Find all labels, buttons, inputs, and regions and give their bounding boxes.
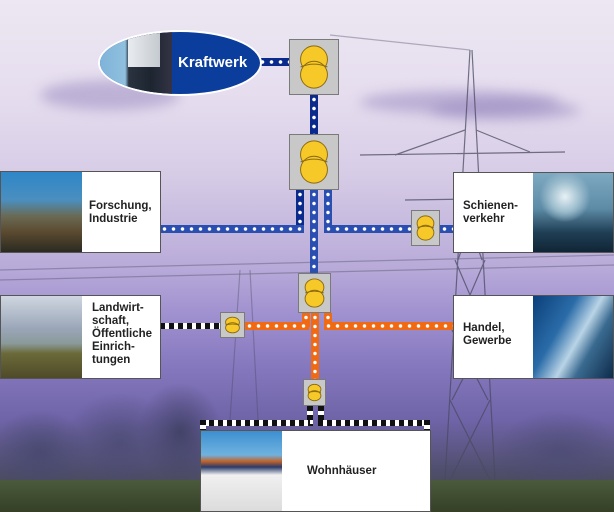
transformer-4[interactable]	[303, 379, 326, 406]
line-t3-t4	[311, 313, 319, 380]
line-t3-right	[324, 313, 332, 327]
farm-irrigation-photo	[1, 296, 82, 378]
transformer-icon	[416, 215, 435, 241]
line-t1-t2	[310, 95, 318, 135]
consumer-label: Schienen-verkehr	[463, 200, 518, 225]
industry-photo	[1, 172, 82, 252]
line-t3-left	[302, 313, 310, 327]
consumer-label: Forschung,Industrie	[89, 200, 152, 225]
line-t-schienen-to-box	[440, 225, 454, 233]
line-wohn-drop-right	[424, 420, 430, 432]
cloud	[430, 100, 580, 120]
transformer-schienen[interactable]	[411, 210, 440, 246]
pylon-arm	[475, 129, 531, 153]
kraftwerk-node[interactable]: Kraftwerk	[98, 30, 262, 96]
transformer-icon	[304, 278, 325, 308]
transformer-icon	[307, 383, 322, 402]
transformer-icon	[300, 45, 328, 89]
kraftwerk-label: Kraftwerk	[178, 54, 248, 71]
line-to-t-landwirt	[245, 322, 309, 330]
pylon-arm	[394, 129, 466, 156]
transformer-icon	[300, 140, 328, 184]
power-cable	[0, 254, 614, 271]
consumer-wohnhaeuser[interactable]: Wohnhäuser	[200, 430, 431, 512]
line-t2-schienen-vertical	[324, 190, 332, 230]
residential-houses-photo	[201, 431, 282, 511]
transformer-3[interactable]	[298, 273, 331, 313]
consumer-label: Wohnhäuser	[307, 465, 377, 477]
line-to-forschung	[160, 225, 304, 233]
transformer-1[interactable]	[289, 39, 339, 95]
pylon-arm	[359, 151, 566, 156]
line-t2-t3	[310, 190, 318, 274]
transformer-landwirt[interactable]	[220, 312, 245, 338]
line-t4-right	[318, 406, 324, 426]
train-photo	[533, 173, 613, 252]
power-cable	[0, 264, 614, 281]
line-wohn-right	[318, 420, 430, 426]
line-t-landwirt-to-box	[160, 323, 221, 329]
line-kraftwerk-t1	[258, 58, 290, 66]
line-to-t-schienen	[324, 225, 412, 233]
line-wohn-drop-left	[200, 420, 206, 432]
consumer-handel-gewerbe[interactable]: Handel,Gewerbe	[453, 295, 614, 379]
consumer-forschung-industrie[interactable]: Forschung,Industrie	[0, 171, 161, 253]
line-wohn-left	[200, 420, 310, 426]
consumer-schienenverkehr[interactable]: Schienen-verkehr	[453, 172, 614, 253]
transformer-2[interactable]	[289, 134, 339, 190]
commercial-building-photo	[533, 296, 613, 378]
line-t2-forschung-vertical	[296, 190, 304, 230]
line-t4-left	[307, 406, 313, 426]
consumer-label: Handel,Gewerbe	[463, 322, 512, 347]
cloud	[360, 90, 560, 114]
power-cable	[329, 34, 471, 51]
line-to-handel	[324, 322, 454, 330]
cooling-tower	[128, 32, 160, 67]
transformer-icon	[225, 316, 240, 334]
